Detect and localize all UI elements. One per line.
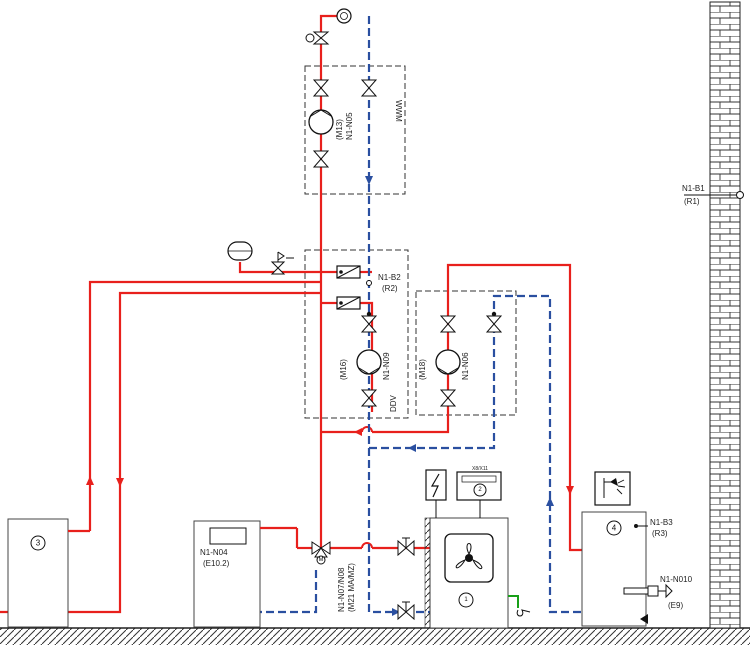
hp-return-valve	[397, 601, 415, 621]
sensor-b2: N1-B2 (R2)	[366, 273, 401, 293]
return-arrow-wwm	[365, 176, 373, 185]
pipe-hop-1	[361, 426, 373, 433]
m16-id: N1-N09	[382, 352, 391, 380]
m13-label: (M13)	[335, 119, 344, 140]
m16-label: (M16)	[339, 359, 348, 380]
check-valve-lower	[336, 296, 361, 310]
heat-pump-number: 1	[464, 597, 468, 603]
wwm-valve-bottom	[312, 150, 330, 168]
top-circulator-symbol	[336, 8, 352, 24]
condensate-drain	[508, 595, 531, 617]
immersion-heater-e9: N1-N010 (E9)	[623, 575, 693, 610]
mixing-valve-motor: M	[319, 557, 324, 563]
ddv-valve-top	[360, 311, 378, 333]
m18-label: (M18)	[418, 359, 427, 380]
heat-source-3: 3	[7, 518, 69, 628]
ddv-label: DDV	[389, 394, 398, 412]
controller-number: 2	[478, 487, 482, 493]
check-valve-upper	[336, 265, 361, 279]
flow-arrow-tank	[566, 486, 574, 495]
tank-inlet-arrow	[640, 614, 648, 624]
flow-arrow-down	[116, 478, 124, 487]
controller-label: X8/X11	[472, 466, 488, 472]
outdoor-sensor-b1: N1-B1 (R1)	[682, 184, 744, 206]
heat-pump-unit: 1	[424, 517, 509, 629]
tank-number: 4	[612, 524, 617, 533]
n04-label: N1-N04	[200, 548, 228, 557]
pump-m13	[308, 109, 334, 135]
wwm-valve-top	[312, 79, 330, 97]
heater-label: N1-N010	[660, 575, 693, 584]
hp-flow-valve	[397, 537, 415, 557]
flow-pipes	[0, 14, 633, 622]
m13-id: N1-N05	[345, 112, 354, 140]
b3-label: N1-B3	[650, 518, 673, 527]
ddv-valve-bottom	[360, 389, 378, 407]
controller-x8-x11: 2 X8/X11	[456, 466, 502, 518]
return-arrow-riser	[546, 497, 554, 506]
top-valve-indicator	[305, 33, 315, 43]
brick-wall	[709, 1, 741, 629]
b1-label: N1-B1	[682, 184, 705, 193]
heater-sublabel: (E9)	[668, 601, 683, 610]
shower-symbol	[594, 471, 631, 506]
wwm-module-box	[304, 65, 406, 195]
heat-source-number: 3	[36, 539, 41, 548]
mixing-valve-m21: M	[311, 541, 331, 565]
pipe-hop-2	[361, 542, 373, 549]
m18-id: N1-N06	[461, 352, 470, 380]
mixer-sublabel: (M21 MA/MZ)	[347, 563, 356, 612]
n04-sublabel: (E10.2)	[203, 559, 230, 568]
power-supply-symbol	[425, 469, 447, 518]
mixer-module-box	[415, 290, 517, 416]
b1-sublabel: (R1)	[684, 197, 700, 206]
top-valve	[312, 31, 330, 45]
return-arrow-hp	[392, 608, 400, 616]
mixer-return-valve	[485, 311, 503, 333]
dhw-tank-4: 4	[581, 511, 647, 627]
mixer-label: N1-N07/N08	[337, 567, 346, 612]
control-unit-n04: N1-N04 (E10.2)	[193, 520, 261, 628]
b2-label: N1-B2	[378, 273, 401, 282]
flow-arrow-junction	[354, 428, 362, 436]
pump-m16	[356, 349, 382, 375]
safety-valve	[270, 251, 294, 275]
b2-sublabel: (R2)	[382, 284, 398, 293]
b3-sublabel: (R3)	[652, 529, 668, 538]
sensor-b3: N1-B3 (R3)	[634, 518, 673, 538]
return-arrow-mixer	[408, 444, 416, 452]
expansion-vessel	[227, 241, 253, 261]
pump-m18	[435, 349, 461, 375]
mixer-valve-top	[439, 315, 457, 333]
mixer-valve-bottom	[439, 389, 457, 407]
wwm-label: WWM	[394, 100, 403, 122]
wwm-return-valve	[360, 79, 378, 97]
flow-arrow-up	[86, 476, 94, 485]
ground-hatch	[0, 628, 750, 645]
